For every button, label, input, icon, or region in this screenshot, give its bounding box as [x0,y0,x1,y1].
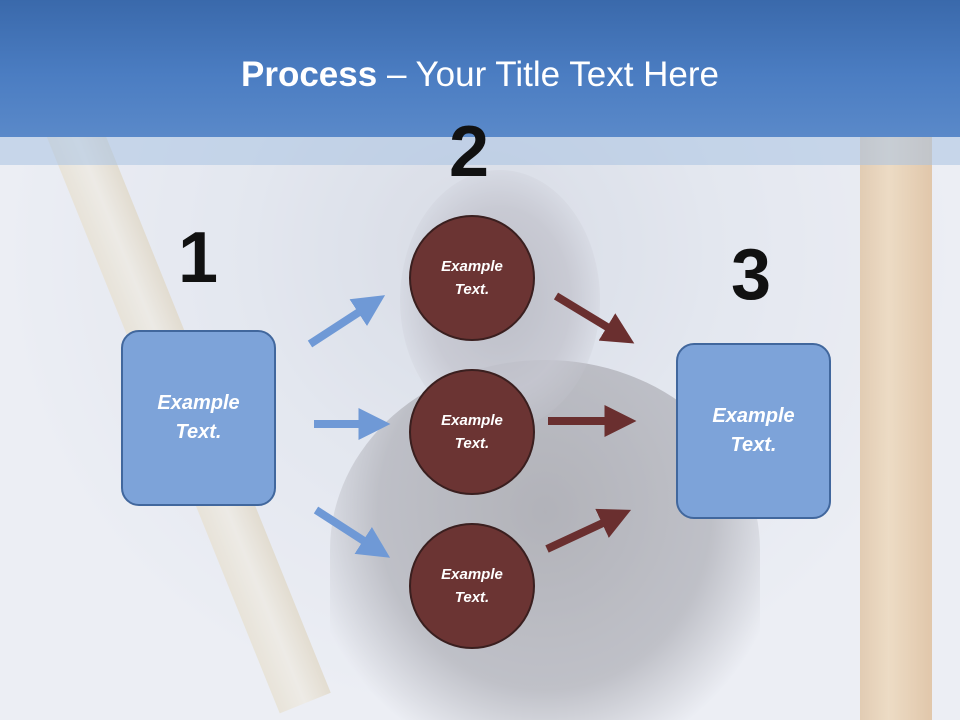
title-bar [0,0,960,137]
arrow-to-circle-1 [307,295,386,348]
right-box: Example Text. [676,343,831,519]
circle-1-label: Example Text. [441,258,503,298]
circle-2: Example Text. [409,369,535,495]
right-box-label: Example Text. [712,405,795,456]
left-box-label: Example Text. [157,392,240,443]
circle-3: Example Text. [409,523,535,649]
title-rest: – Your Title Text Here [377,55,719,94]
title-bold: Process [241,55,378,94]
circle-3-label: Example Text. [441,566,503,606]
circle-2-label: Example Text. [441,412,503,452]
title-bar-band [0,137,960,165]
arrow-to-circle-3 [313,506,391,558]
ski-right [860,135,932,720]
arrow-from-circle-1 [553,292,635,344]
left-box: Example Text. [121,330,276,506]
arrow-from-circle-3 [545,508,632,553]
step-number-2: 2 [449,112,490,192]
step-number-1: 1 [178,218,219,298]
slide-title: Process – Your Title Text Here [0,52,960,98]
circle-1: Example Text. [409,215,535,341]
step-number-3: 3 [731,235,772,315]
